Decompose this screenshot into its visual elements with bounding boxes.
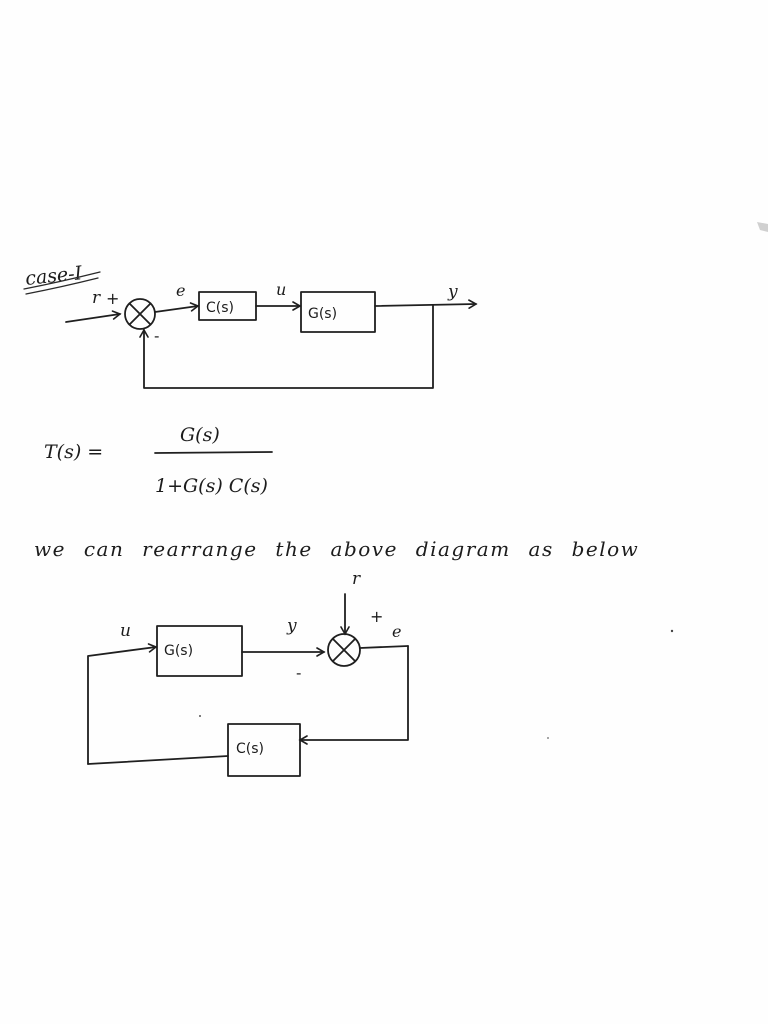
d1-plus-sign: + — [106, 289, 119, 308]
d2-feedback-path — [298, 645, 409, 745]
d2-minus-sign: - — [296, 664, 301, 682]
diagram-original-loop: r + - e C(s) u G(s) y — [65, 280, 478, 389]
d1-controller-label: C(s) — [206, 300, 234, 316]
d2-output-label: y — [286, 616, 297, 636]
d2-plant-label: G(s) — [164, 643, 193, 659]
stray-dot-1 — [670, 629, 674, 633]
d2-return-path — [87, 755, 229, 765]
equation-lhs: T(s) = — [44, 441, 103, 463]
heading-underline-2 — [25, 277, 99, 295]
heading-underline-1 — [23, 271, 101, 290]
equation-denominator: 1+G(s) C(s) — [155, 475, 268, 497]
d2-summing-cross — [332, 638, 356, 662]
heading-case: case-I — [24, 262, 83, 290]
equation-fraction-bar — [154, 451, 273, 454]
d1-plant-label: G(s) — [308, 306, 337, 322]
page-edge-mark — [757, 222, 768, 232]
d1-error-arrow — [154, 302, 200, 313]
d1-feedback-path — [139, 304, 434, 389]
d1-output-arrow — [374, 299, 478, 309]
d2-control-label: u — [120, 621, 131, 641]
d2-controller-block — [227, 723, 301, 777]
diagram-rearranged-loop: u G(s) y - r + e C(s) — [87, 569, 409, 777]
d2-summing-junction — [327, 633, 361, 667]
d2-error-label: e — [392, 622, 401, 641]
d1-minus-sign: - — [154, 327, 159, 345]
d1-control-label: u — [276, 280, 286, 299]
d2-input-label: r — [352, 569, 361, 589]
stray-dot-2 — [199, 715, 201, 717]
transfer-function-equation: T(s) = G(s) 1+G(s) C(s) — [44, 424, 273, 497]
rearrange-sentence: we can rearrange the above diagram as be… — [34, 537, 639, 561]
equation-numerator: G(s) — [180, 424, 220, 446]
d1-error-label: e — [176, 281, 185, 300]
stray-dot-3 — [547, 737, 549, 739]
d2-error-line — [359, 645, 409, 649]
d2-plus-sign: + — [370, 607, 383, 626]
d2-plant-block — [156, 625, 243, 677]
d2-controller-label: C(s) — [236, 741, 264, 757]
d1-output-label: y — [447, 282, 458, 302]
d1-plant-block — [300, 291, 376, 333]
d2-input-path — [87, 643, 158, 765]
d1-input-arrow — [65, 310, 122, 323]
d1-summing-cross — [129, 303, 151, 325]
d1-input-label: r — [92, 288, 101, 308]
